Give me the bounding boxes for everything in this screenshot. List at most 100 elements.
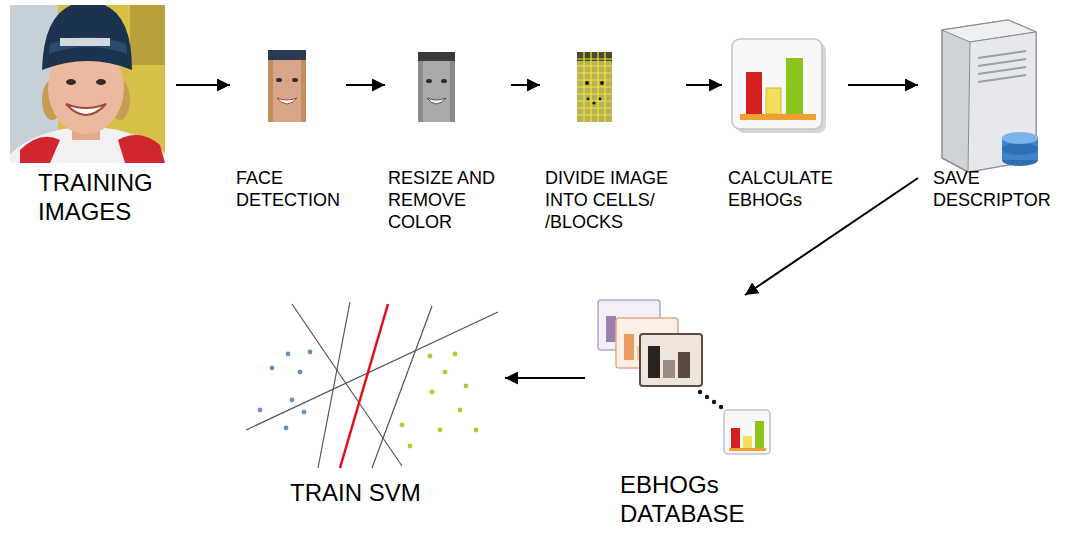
descriptor-stack-part-part xyxy=(712,400,716,404)
flow-arrow xyxy=(848,84,918,86)
training-photo-part xyxy=(96,79,106,85)
svm-plot-part-part xyxy=(430,390,435,395)
histogram-icon-part xyxy=(766,88,781,114)
descriptor-stack-part xyxy=(724,410,770,454)
grayscale-face-part xyxy=(426,79,432,83)
svm-plot-part-part xyxy=(286,352,291,357)
histogram-icon-part xyxy=(732,39,822,129)
process-step: FACE DETECTION xyxy=(230,45,346,212)
grid-face-part-part xyxy=(577,93,612,94)
training-photo-part xyxy=(20,137,60,163)
svm-plot-part-part xyxy=(458,408,463,413)
flow-arrow xyxy=(176,84,230,86)
grayscale-face-part xyxy=(441,79,447,83)
grid-face xyxy=(577,52,612,122)
face-crop xyxy=(268,50,306,122)
flow-arrow xyxy=(346,84,385,86)
svm-plot xyxy=(246,302,498,468)
grayscale-face-part xyxy=(418,61,423,122)
server-icon xyxy=(942,20,1038,172)
descriptor-stack-part xyxy=(606,316,616,342)
grid-face-part xyxy=(600,81,604,85)
svm-plot-part-part xyxy=(318,302,350,468)
descriptor-stack-part-part xyxy=(705,395,709,399)
server-icon-part xyxy=(1002,132,1038,144)
grid-face-part-part xyxy=(577,86,612,87)
face-crop-part xyxy=(292,78,298,82)
training-photo-part xyxy=(130,5,165,65)
svm-plot-part-part xyxy=(298,370,303,375)
svm-plot-part xyxy=(258,350,313,431)
histogram-icon-part xyxy=(786,58,803,114)
process-step: EBHOGs DATABASE xyxy=(585,295,780,529)
step-caption: EBHOGs DATABASE xyxy=(620,470,778,529)
flow-arrow xyxy=(505,377,585,379)
svm-plot-part-part xyxy=(302,410,307,415)
descriptor-stack-part xyxy=(731,428,740,448)
grid-face-part-part xyxy=(577,58,612,59)
process-step: DIVIDE IMAGE INTO CELLS/ /BLOCKS xyxy=(540,45,686,234)
server-icon-part-part xyxy=(978,75,1026,82)
grid-face-part-part xyxy=(597,52,598,122)
histogram-icon xyxy=(732,39,826,133)
svm-plot-part xyxy=(246,302,498,468)
face-crop-part xyxy=(268,50,306,60)
grid-face-part xyxy=(587,98,590,101)
descriptor-stack-part xyxy=(678,352,690,378)
grid-face-part xyxy=(585,81,589,85)
svm-plot-part-part xyxy=(246,312,498,430)
descriptor-stack-part xyxy=(729,448,766,451)
grid-face-part xyxy=(577,52,612,61)
step-caption: CALCULATE EBHOGs xyxy=(728,168,846,212)
descriptor-stack-part xyxy=(743,436,752,448)
grayscale-face-part xyxy=(450,61,455,122)
grid-face-part-part xyxy=(577,65,612,66)
face-crop-part xyxy=(277,98,297,104)
descriptor-stack-part xyxy=(624,334,634,360)
grayscale-face-part xyxy=(427,98,446,104)
svm-plot-part-part xyxy=(453,352,458,357)
grid-face-part-part xyxy=(577,79,612,80)
grid-face-part-part xyxy=(604,52,605,122)
step-caption: TRAINING IMAGES xyxy=(38,168,174,227)
training-photo-part xyxy=(66,104,106,115)
process-step: TRAIN SVM xyxy=(240,295,505,507)
step-caption: RESIZE AND REMOVE COLOR xyxy=(388,168,509,234)
server-icon-part xyxy=(1002,143,1038,155)
histogram-icon-part xyxy=(746,72,762,114)
descriptor-stack-part xyxy=(663,360,675,378)
face-crop-part xyxy=(268,60,273,122)
grid-face-part-part xyxy=(590,52,591,122)
step-caption: DIVIDE IMAGE INTO CELLS/ /BLOCKS xyxy=(545,168,684,234)
grid-face-part xyxy=(577,52,612,122)
training-photo xyxy=(10,5,165,163)
step-caption: SAVE DESCRIPTOR xyxy=(933,168,1068,212)
server-icon-part-part xyxy=(978,51,1026,58)
step-caption: FACE DETECTION xyxy=(236,168,344,212)
descriptor-stack xyxy=(598,300,770,454)
descriptor-stack-part-part xyxy=(698,390,702,394)
face-crop-part xyxy=(301,60,306,122)
grid-face-part xyxy=(599,98,602,101)
svm-plot-part-part xyxy=(464,384,469,389)
training-photo-part xyxy=(60,38,110,46)
descriptor-stack-part xyxy=(755,421,764,448)
descriptor-stack-part xyxy=(640,334,702,386)
grid-face-part-part xyxy=(583,52,584,122)
svm-plot-part-part xyxy=(438,428,443,433)
training-photo-part xyxy=(118,135,165,163)
step-caption: TRAIN SVM xyxy=(290,478,503,507)
flow-arrow xyxy=(511,84,540,86)
flow-arrow xyxy=(686,84,722,86)
process-step: CALCULATE EBHOGs xyxy=(722,35,848,212)
server-icon-part-part xyxy=(978,59,1026,66)
svm-plot-part-part xyxy=(258,408,263,413)
svm-plot-part-part xyxy=(428,354,433,359)
svm-plot-part-part xyxy=(290,398,295,403)
process-step: RESIZE AND REMOVE COLOR xyxy=(385,45,511,234)
grid-face-part xyxy=(592,101,595,104)
server-icon-part-part xyxy=(978,67,1026,74)
